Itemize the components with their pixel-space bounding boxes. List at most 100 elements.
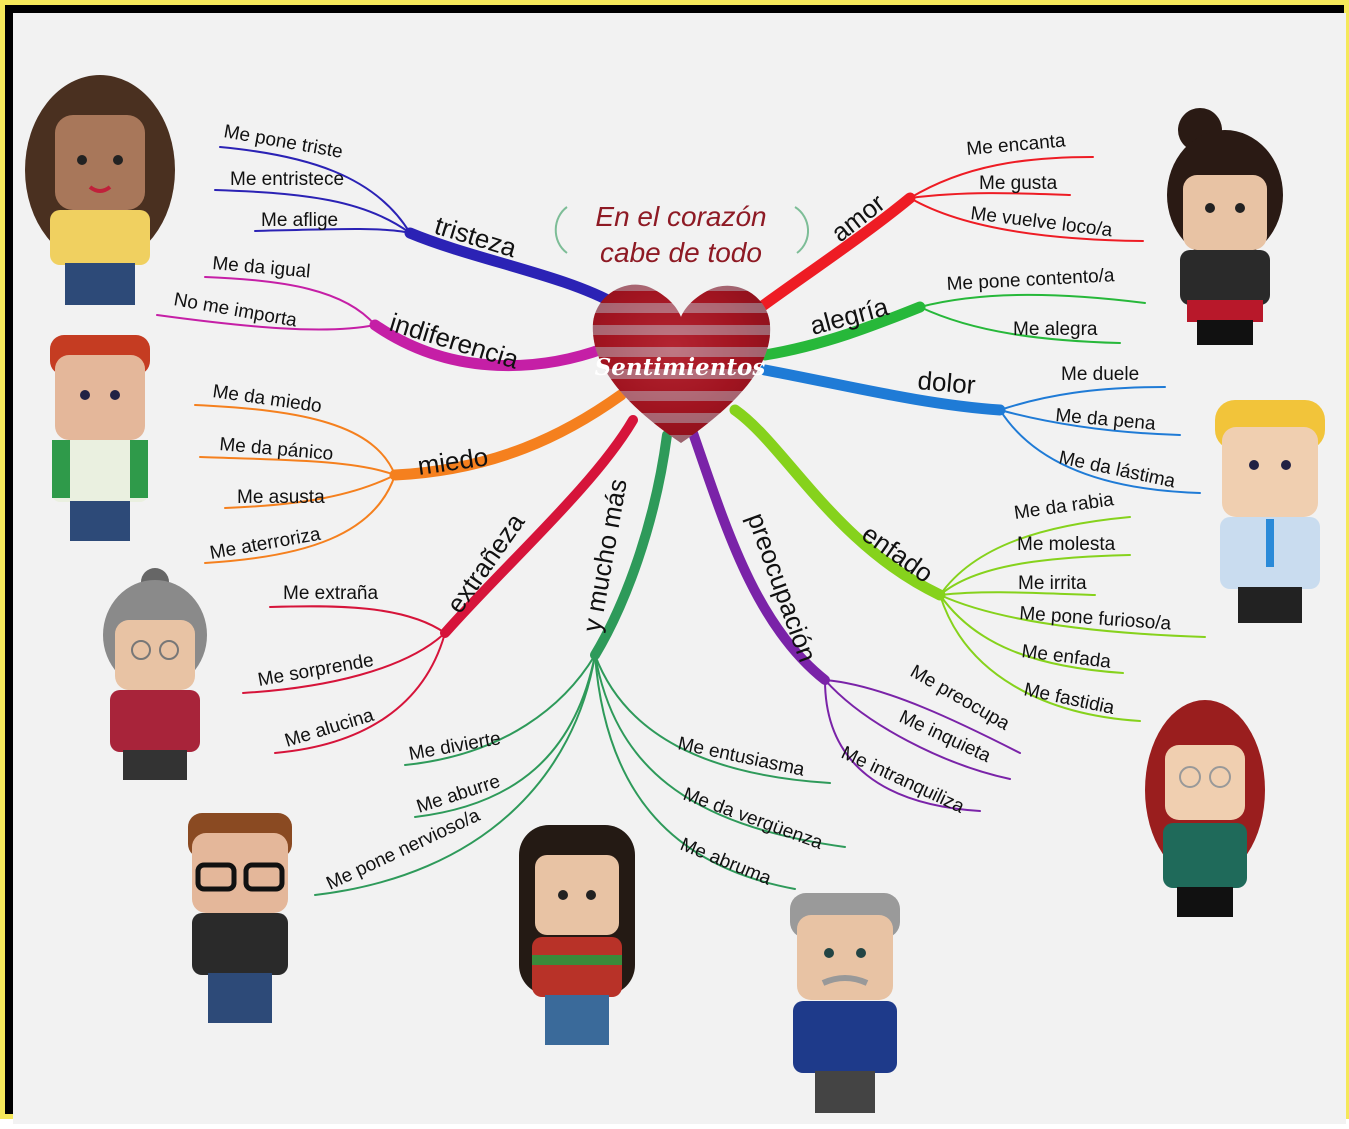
leaf-me-entusiasma: Me entusiasma <box>676 733 807 780</box>
branch-trunk <box>759 364 1006 416</box>
leaf-line <box>939 594 1124 674</box>
branch-trunk <box>590 430 672 660</box>
branch-dolor <box>759 364 1201 494</box>
mind-map-canvas: tristeza Me pone triste Me entristece Me… <box>13 13 1346 1124</box>
character-grandmother <box>103 568 207 780</box>
branch-miedo <box>194 389 627 564</box>
leaf-me-duele: Me duele <box>1061 364 1139 385</box>
leaf-line <box>314 654 596 896</box>
branch-label-miedo: miedo <box>416 441 490 481</box>
leaf-line <box>939 516 1131 596</box>
leaf-line <box>939 594 1206 638</box>
leaf-line <box>204 276 376 326</box>
leaf-me-aflige: Me aflige <box>261 210 338 231</box>
character-man-glasses <box>188 813 292 1023</box>
branch-label-dolor: dolor <box>916 365 977 400</box>
leaf-me-gusta: Me gusta <box>979 173 1058 194</box>
leaf-line <box>224 474 396 509</box>
leaf-me-entristece: Me entristece <box>230 169 344 190</box>
branch-trunk <box>729 404 946 601</box>
leaf-line <box>909 156 1094 199</box>
branch-trunk <box>759 301 926 361</box>
mind-map: tristeza Me pone triste Me entristece Me… <box>25 75 1325 1113</box>
branch-indiferencia <box>156 276 611 372</box>
character-woman-curly-hair <box>25 75 175 305</box>
leaf-me-enfada: Me enfada <box>1020 641 1112 673</box>
leaf-line <box>999 409 1181 436</box>
branch-enfado <box>729 404 1206 722</box>
leaf-me-da-pena: Me da pena <box>1055 405 1157 435</box>
leaf-me-da-lastima: Me da lástima <box>1057 447 1177 492</box>
leaf-line <box>254 228 411 234</box>
leaf-line <box>242 632 446 694</box>
left-bracket <box>554 206 568 254</box>
leaf-line <box>274 632 446 754</box>
leaf-me-da-rabia: Me da rabia <box>1013 489 1116 524</box>
character-woman-ponytail <box>1167 108 1283 345</box>
leaf-me-asusta: Me asusta <box>237 487 325 508</box>
title-line-2: cabe de todo <box>600 237 762 268</box>
leaf-me-alucina: Me alucina <box>282 705 376 752</box>
leaf-line <box>414 654 596 818</box>
branch-label-y-mucho-mas: y mucho más <box>576 477 632 634</box>
leaf-line <box>909 197 1144 242</box>
center-label: Sentimientos <box>595 354 766 381</box>
character-girl-black-hair <box>519 825 635 1045</box>
leaf-line <box>156 314 376 331</box>
branch-y-mucho-mas <box>314 430 846 896</box>
branch-trunk <box>751 192 916 316</box>
title-line-1: En el corazón <box>595 201 766 232</box>
leaf-line <box>219 146 411 234</box>
branch-amor <box>751 156 1144 316</box>
character-red-haired-woman <box>1145 700 1265 917</box>
central-heart: Sentimientos <box>592 284 771 443</box>
leaf-me-abruma: Me abruma <box>677 834 774 890</box>
right-bracket <box>794 206 809 254</box>
leaf-me-encanta: Me encanta <box>966 130 1067 160</box>
branch-trunk <box>404 227 623 311</box>
leaf-me-pone-contento: Me pone contento/a <box>946 265 1115 295</box>
leaf-me-da-miedo: Me da miedo <box>211 381 323 417</box>
leaf-line <box>919 293 1146 308</box>
leaf-line <box>919 306 1121 344</box>
leaf-line <box>199 456 396 476</box>
leaf-line <box>404 654 596 766</box>
character-blond-man <box>1215 400 1325 623</box>
leaf-line <box>269 605 446 634</box>
leaf-line <box>824 679 1011 780</box>
leaf-me-divierte: Me divierte <box>407 728 502 765</box>
leaf-line <box>204 474 396 564</box>
leaf-me-aburre: Me aburre <box>414 771 503 818</box>
leaf-me-molesta: Me molesta <box>1017 534 1116 555</box>
leaf-line <box>939 554 1131 596</box>
branch-trunk <box>389 389 627 481</box>
leaf-me-intranquiliza: Me intranquiliza <box>838 742 968 817</box>
branch-preocupacion <box>688 428 1021 812</box>
leaf-me-irrita: Me irrita <box>1018 573 1087 594</box>
leaf-me-aterroriza: Me aterroriza <box>208 524 322 564</box>
branch-extraneza <box>242 415 638 754</box>
leaf-line <box>594 654 796 890</box>
branch-tristeza <box>214 146 623 311</box>
character-red-haired-man <box>50 335 150 541</box>
title-group: En el corazón cabe de todo <box>554 201 809 268</box>
leaf-line <box>999 409 1201 494</box>
leaf-line <box>999 386 1166 411</box>
branch-trunk <box>688 428 830 685</box>
leaf-me-fastidia: Me fastidia <box>1022 679 1117 719</box>
branch-alegria <box>759 293 1146 361</box>
leaf-line <box>909 192 1071 199</box>
leaf-me-alegra: Me alegra <box>1013 319 1098 340</box>
leaf-line <box>214 189 411 234</box>
character-grandfather <box>790 893 900 1113</box>
leaf-me-extrana: Me extraña <box>283 583 378 604</box>
leaf-line <box>824 679 1021 754</box>
leaf-line <box>939 594 1141 722</box>
branch-trunk <box>440 415 638 638</box>
leaf-line <box>939 591 1096 596</box>
leaf-line <box>594 654 846 848</box>
leaf-line <box>594 654 831 784</box>
branch-trunk <box>369 319 611 372</box>
leaf-line <box>194 404 396 476</box>
